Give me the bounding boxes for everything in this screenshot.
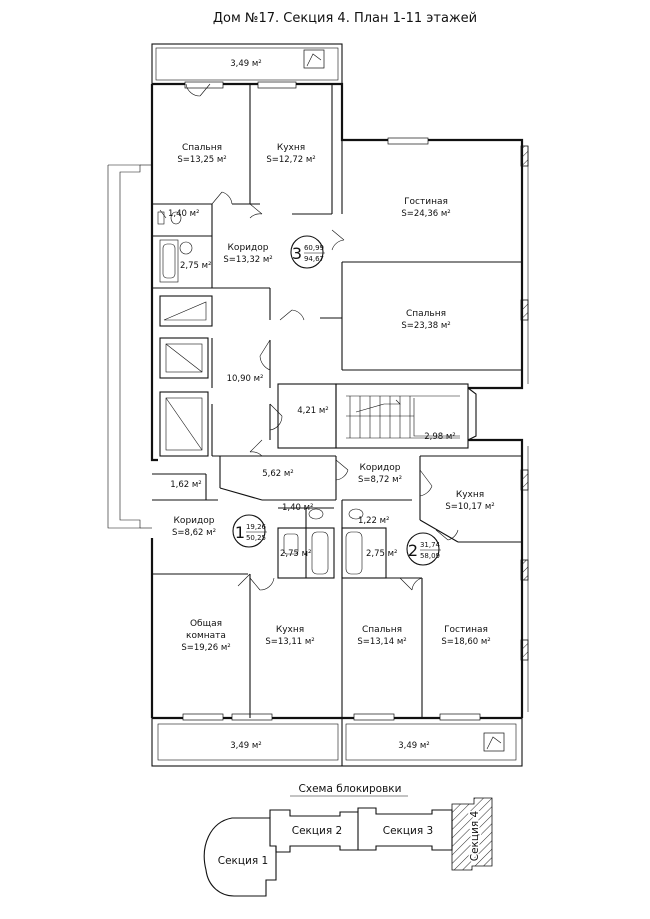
- apt1-corridor-area: S=8,62 м²: [172, 528, 216, 538]
- balcony-bottom-right-area: 3,49 м²: [398, 741, 429, 751]
- apt3-living-name: Гостиная: [404, 197, 448, 207]
- blocking-scheme: Схема блокировки Секция 1 Секция 2 Секци…: [203, 783, 493, 897]
- apt2-kitchen-area: S=10,17 м²: [445, 502, 494, 512]
- scheme-section-2-label: Секция 2: [292, 825, 342, 837]
- apartment-2: Коридор S=8,72 м² Кухня S=10,17 м² 1,22 …: [357, 463, 494, 647]
- balcony-bottom-left-area: 3,49 м²: [230, 741, 261, 751]
- apt1-corridor-name: Коридор: [174, 516, 215, 526]
- apt2-living-name: Гостиная: [444, 625, 488, 635]
- apt1-number: 1: [235, 523, 245, 542]
- apt1-kitchen-name: Кухня: [276, 625, 304, 635]
- apartment-1: 1,62 м² Коридор S=8,62 м² 1 19,26 50,25 …: [170, 480, 314, 653]
- internal-walls: [152, 83, 522, 718]
- apt2-wc-area: 1,22 м²: [358, 516, 389, 526]
- apt3-badge: [290, 235, 324, 269]
- apt2-kitchen-name: Кухня: [456, 490, 484, 500]
- apt1-common-room-name-1: Общая: [190, 619, 222, 629]
- apt1-total-area: 50,25: [246, 534, 266, 542]
- apt2-bedroom-name: Спальня: [362, 625, 402, 635]
- scheme-section-4-label: Секция 4: [469, 810, 481, 861]
- apt1-common-room-area: S=19,26 м²: [181, 643, 230, 653]
- apt3-number: 3: [292, 244, 302, 263]
- scheme-section-1-label: Секция 1: [218, 855, 268, 867]
- apt1-closet-area: 1,62 м²: [170, 480, 201, 490]
- apt1-bath-area: 2,75 м²: [280, 549, 311, 559]
- apt3-living-total: 60,99: [304, 244, 324, 252]
- apt2-bedroom-area: S=13,14 м²: [357, 637, 406, 647]
- apt3-corridor-area: S=13,32 м²: [223, 255, 272, 265]
- apt3-bedroom1-area: S=13,25 м²: [177, 155, 226, 165]
- scheme-section-1: [203, 817, 277, 897]
- apt2-living-total: 31,74: [420, 541, 441, 549]
- apt2-total-area: 58,09: [420, 552, 440, 560]
- apt1-common-room-name-2: комната: [186, 631, 226, 641]
- common-areas: 10,90 м² 4,21 м² 2,98 м² 5,62 м²: [227, 374, 456, 479]
- apt2-corridor-name: Коридор: [360, 463, 401, 473]
- lift-hall-area: 4,21 м²: [297, 406, 328, 416]
- stair-steps: [349, 396, 460, 438]
- apt1-badge: [232, 514, 266, 548]
- apt2-bath-area: 2,75 м²: [366, 549, 397, 559]
- apt2-badge: [406, 532, 440, 566]
- apt2-living-area: S=18,60 м²: [441, 637, 490, 647]
- apt1-kitchen-area: S=13,11 м²: [265, 637, 314, 647]
- stair-area: 2,98 м²: [424, 432, 455, 442]
- apt3-bedroom2-area: S=23,38 м²: [401, 321, 450, 331]
- apt3-kitchen-area: S=12,72 м²: [266, 155, 315, 165]
- apt1-wc-area: 1,40 м²: [282, 503, 313, 513]
- outer-walls: [107, 43, 529, 767]
- apt1-living-total: 19,26: [246, 523, 267, 531]
- tambour-area: 5,62 м²: [262, 469, 293, 479]
- scheme-title: Схема блокировки: [299, 783, 402, 795]
- hall-area: 10,90 м²: [227, 374, 264, 384]
- apt3-bedroom1-name: Спальня: [182, 143, 222, 153]
- apt3-total-area: 94,67: [304, 255, 324, 263]
- scheme-section-2: [269, 809, 359, 853]
- apt3-bedroom2-name: Спальня: [406, 309, 446, 319]
- scheme-section-3-label: Секция 3: [383, 825, 433, 837]
- apt3-living-area: S=24,36 м²: [401, 209, 450, 219]
- apt3-wc-area: 1,40 м²: [168, 209, 199, 219]
- plan-title: Дом №17. Секция 4. План 1-11 этажей: [213, 11, 477, 26]
- apt2-corridor-area: S=8,72 м²: [358, 475, 402, 485]
- apt3-corridor-name: Коридор: [228, 243, 269, 253]
- scheme-section-4: [451, 797, 493, 871]
- apt3-kitchen-name: Кухня: [277, 143, 305, 153]
- apartment-3: Спальня S=13,25 м² Кухня S=12,72 м² Гост…: [168, 143, 451, 331]
- apt3-bath-area: 2,75 м²: [180, 261, 211, 271]
- apt2-number: 2: [408, 541, 418, 560]
- balcony-top-area: 3,49 м²: [230, 59, 261, 69]
